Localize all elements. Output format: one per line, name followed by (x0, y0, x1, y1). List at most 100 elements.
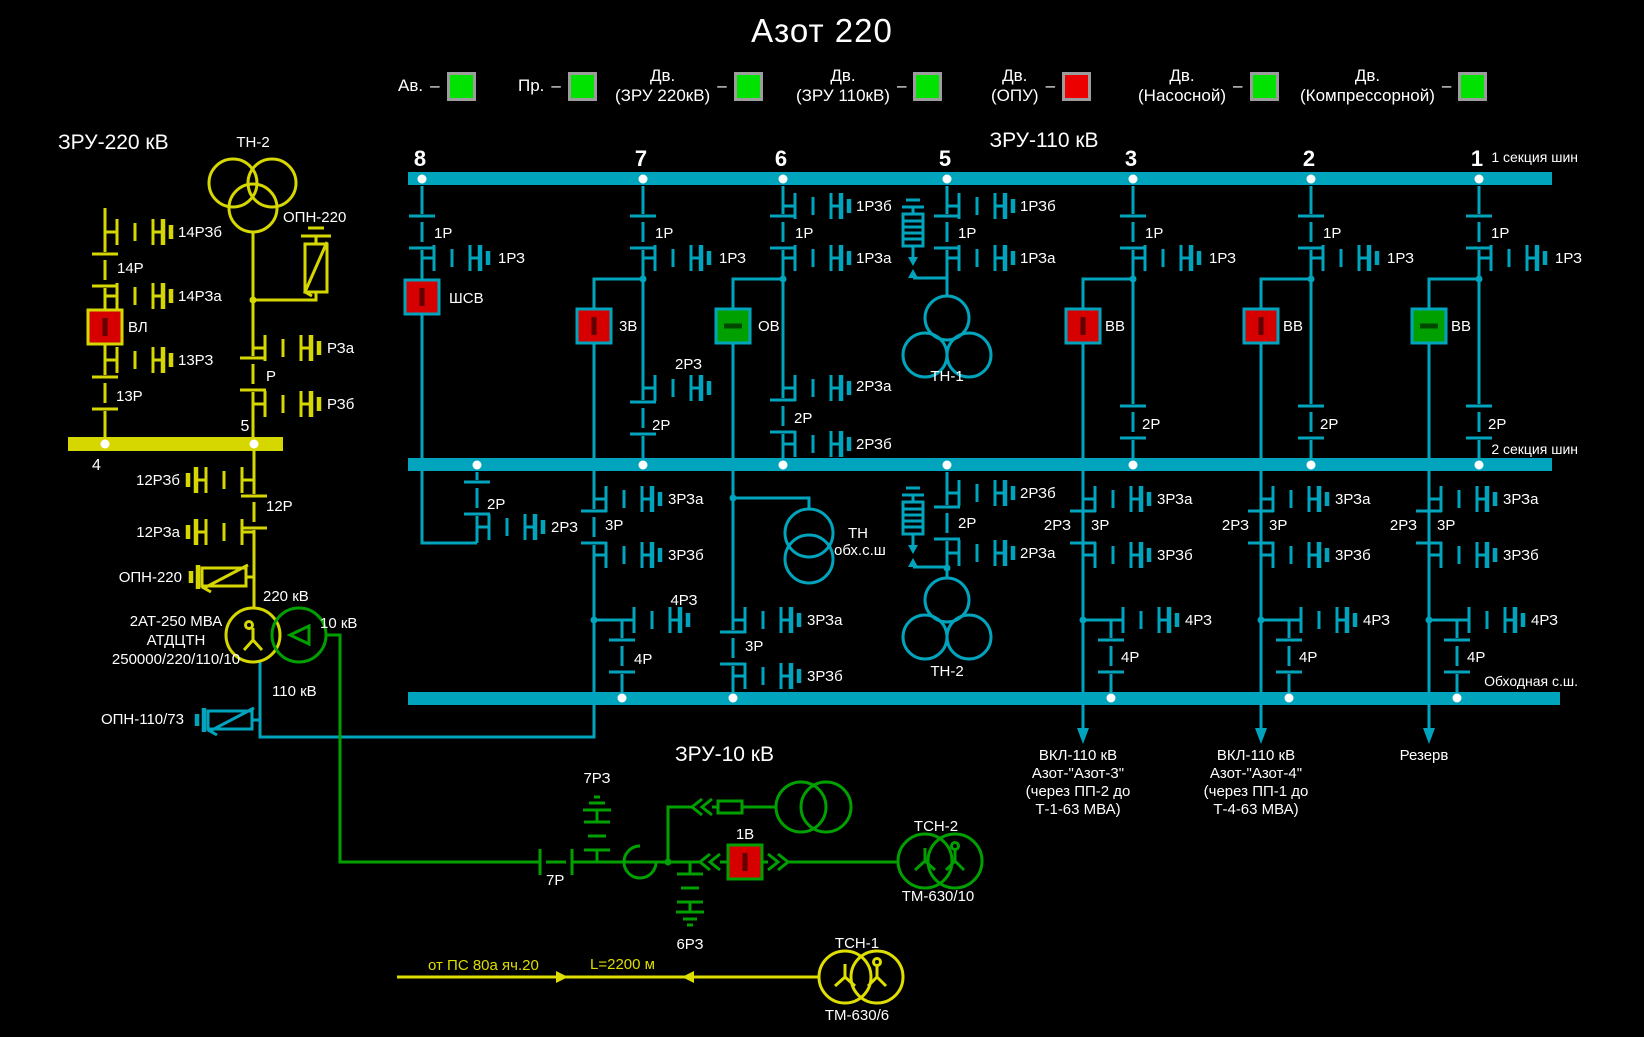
svg-text:1Р: 1Р (958, 225, 976, 242)
svg-text:3РЗа: 3РЗа (1503, 491, 1539, 508)
svg-text:10 кВ: 10 кВ (320, 615, 357, 632)
earth-switch-3rza[interactable] (1429, 486, 1495, 512)
bay7-lines (258, 186, 645, 739)
earth-switch-4rz[interactable] (1111, 607, 1177, 633)
earth-switch-2rz[interactable] (477, 514, 543, 540)
tn1-label: ТН-1 (930, 368, 963, 385)
svg-text:5: 5 (241, 418, 250, 435)
svg-text:ОПН-220: ОПН-220 (283, 209, 346, 226)
svg-text:1РЗ: 1РЗ (498, 250, 525, 267)
breaker-vv-bay1[interactable] (1410, 307, 1448, 345)
disconnector-1p[interactable] (932, 214, 962, 250)
earth-switch-3rza[interactable] (733, 607, 799, 633)
svg-text:3РЗб: 3РЗб (1503, 547, 1539, 564)
earth-switch-2rzb[interactable] (947, 480, 1013, 506)
earth-switch-rzb[interactable] (253, 391, 319, 417)
disconnector-1p[interactable] (1464, 214, 1494, 250)
at-winding-symbol-icon (244, 620, 254, 630)
svg-text:2Р: 2Р (487, 496, 505, 513)
disconnector-1p[interactable] (628, 214, 658, 250)
svg-text:2РЗб: 2РЗб (1020, 485, 1056, 502)
tv-10kv-transformer (774, 780, 828, 834)
svg-text:4РЗ: 4РЗ (670, 592, 697, 609)
incoming-from-label: от ПС 80а яч.20 (428, 957, 539, 974)
svg-text:220 кВ: 220 кВ (263, 588, 309, 605)
disconnector-4p[interactable] (607, 638, 637, 674)
svg-text:3Р: 3Р (1269, 517, 1287, 534)
breaker-shsv-label: ШСВ (449, 290, 484, 307)
wye-neutral-icon (872, 957, 882, 967)
earth-switch-2rz[interactable] (643, 375, 709, 401)
earth-switch-12rzb[interactable] (188, 467, 254, 493)
svg-text:2РЗ: 2РЗ (551, 519, 578, 536)
earth-switch-4rz[interactable] (1289, 607, 1355, 633)
disconnector-1p[interactable] (407, 214, 437, 250)
svg-text:РЗб: РЗб (327, 396, 354, 413)
status-led-zru110 (913, 71, 943, 101)
svg-text:2Р: 2Р (1142, 416, 1160, 433)
wye-winding-icon (833, 964, 888, 988)
earth-switch-3rzb[interactable] (1261, 542, 1327, 568)
breaker-vv-bay2[interactable] (1242, 307, 1280, 345)
disconnector-13r[interactable] (90, 375, 120, 411)
disconnector-12r[interactable] (239, 494, 269, 530)
disconnector-1p[interactable] (768, 214, 798, 250)
legend-item-dv-kompressornoy: Дв.(Компрессорной) – (1300, 60, 1488, 112)
earth-switch-3rzb[interactable] (594, 542, 660, 568)
breaker-vv-label: ВВ (1451, 318, 1471, 335)
disconnector-7r[interactable] (538, 849, 574, 875)
bus-110kv-bypass (408, 692, 1560, 705)
disconnector-14r[interactable] (90, 252, 120, 288)
earth-switch-4rz[interactable] (1457, 607, 1523, 633)
earth-switch-2rza[interactable] (947, 540, 1013, 566)
breaker-3v[interactable] (575, 307, 613, 345)
tsn1-label: ТСН-1 (835, 935, 879, 952)
svg-text:1РЗ: 1РЗ (1209, 250, 1236, 267)
disconnector-2p[interactable] (932, 505, 962, 541)
earth-switch-7rz[interactable] (583, 795, 611, 862)
disconnector-3p[interactable] (718, 630, 748, 666)
wye-neutral-icon (950, 841, 960, 851)
earth-switch-6rz[interactable] (676, 862, 704, 927)
svg-text:1Р: 1Р (795, 225, 813, 242)
breaker-ov[interactable] (714, 307, 752, 345)
legend-label: Ав. (398, 76, 424, 95)
earth-switch-2rza[interactable] (783, 375, 849, 401)
earth-switch-13rz[interactable] (105, 347, 171, 373)
disconnector-3p[interactable] (579, 509, 609, 545)
earth-switch-3rza[interactable] (1261, 486, 1327, 512)
breaker-vv-bay3[interactable] (1064, 307, 1102, 345)
contact-chevrons-icon (690, 797, 714, 817)
svg-text:4Р: 4Р (1121, 649, 1139, 666)
breaker-vl[interactable] (86, 308, 124, 346)
earth-switch-12rza[interactable] (188, 519, 254, 545)
svg-text:ОПН-110/73: ОПН-110/73 (101, 711, 184, 728)
svg-text:1Р: 1Р (655, 225, 673, 242)
svg-text:1РЗб: 1РЗб (856, 198, 892, 215)
svg-text:2Р: 2Р (794, 410, 812, 427)
svg-text:1Р: 1Р (1323, 225, 1341, 242)
zru220-header: ЗРУ-220 кВ (58, 131, 169, 154)
disconnector-1p[interactable] (1296, 214, 1326, 250)
svg-text:3РЗб: 3РЗб (1335, 547, 1371, 564)
svg-text:1РЗ: 1РЗ (1387, 250, 1414, 267)
disconnector-1p[interactable] (1118, 214, 1148, 250)
earth-switch-3rzb[interactable] (733, 663, 799, 689)
disconnector-r[interactable] (238, 356, 268, 392)
status-led-av (446, 71, 476, 101)
disconnector-2p[interactable] (768, 398, 798, 434)
spark-gap-arrow-icon (908, 558, 918, 567)
earth-switch-14rzb[interactable] (105, 219, 171, 245)
earth-switch-3rzb[interactable] (1083, 542, 1149, 568)
breaker-1v[interactable] (726, 843, 764, 881)
tn-bypass-transformer (783, 533, 835, 585)
arrow-right-icon (556, 971, 568, 983)
earth-switch-3rza[interactable] (594, 486, 660, 512)
earth-switch-4rz[interactable] (622, 607, 688, 633)
earth-switch-2rzb[interactable] (783, 431, 849, 457)
earth-switch-3rzb[interactable] (1429, 542, 1495, 568)
feeder2-label: Т-4-63 МВА) (1213, 801, 1298, 818)
earth-switch-3rza[interactable] (1083, 486, 1149, 512)
bay-number: 1 (1471, 146, 1483, 171)
breaker-shsv[interactable] (403, 278, 441, 316)
